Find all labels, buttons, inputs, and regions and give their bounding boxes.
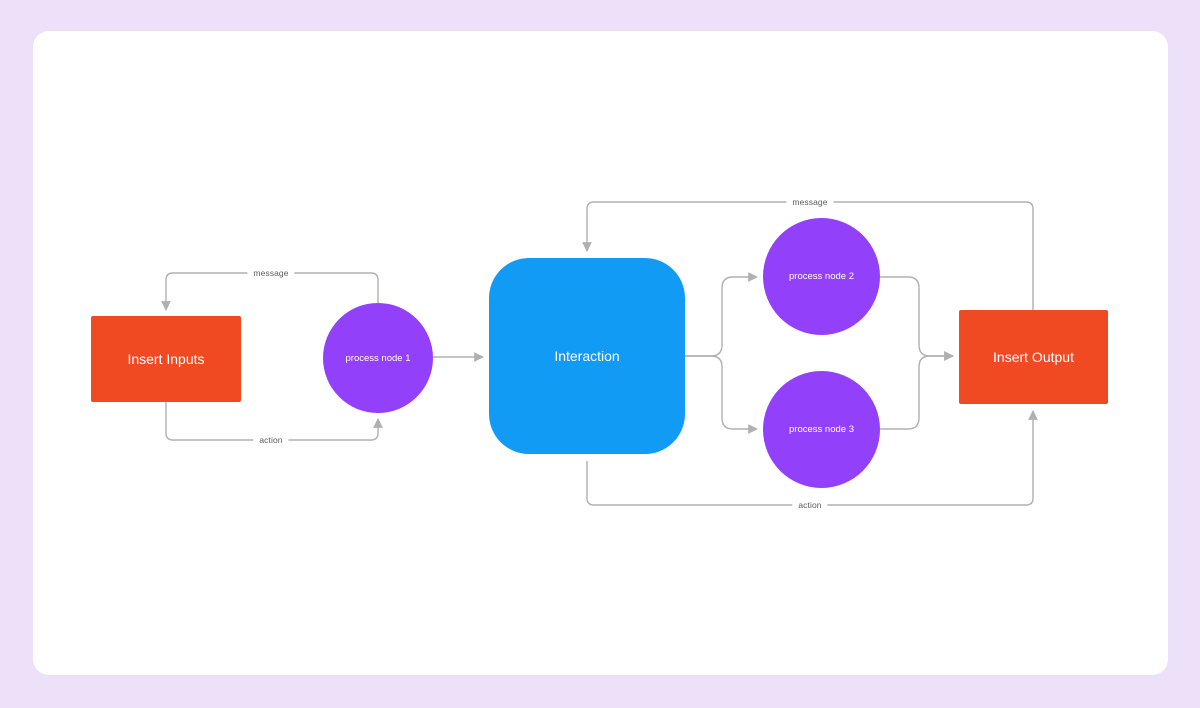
node-process-node-3-label: process node 3: [789, 424, 854, 435]
edge-message-left: [161, 272, 379, 311]
edge-label-action-left: action: [253, 435, 289, 445]
node-interaction-label: Interaction: [554, 348, 620, 364]
node-process-node-2[interactable]: process node 2: [763, 218, 880, 335]
node-insert-output[interactable]: Insert Output: [959, 310, 1108, 404]
node-process-node-3[interactable]: process node 3: [763, 371, 880, 488]
node-interaction[interactable]: Interaction: [489, 258, 685, 454]
node-insert-inputs[interactable]: Insert Inputs: [91, 316, 241, 402]
edge-label-message-right: message: [786, 197, 834, 207]
node-process-node-1[interactable]: process node 1: [323, 303, 433, 413]
node-process-node-2-label: process node 2: [789, 271, 854, 282]
edge-process2-to-output: [880, 276, 954, 361]
edge-interaction-to-process3: [685, 355, 758, 434]
node-insert-inputs-label: Insert Inputs: [127, 351, 205, 367]
edge-interaction-to-process2: [685, 272, 758, 357]
node-process-node-1-label: process node 1: [345, 352, 411, 364]
edge-process3-to-output: [880, 351, 954, 430]
node-insert-output-label: Insert Output: [993, 349, 1074, 365]
edge-label-action-right: action: [792, 500, 828, 510]
edge-label-message-left: message: [247, 268, 295, 278]
